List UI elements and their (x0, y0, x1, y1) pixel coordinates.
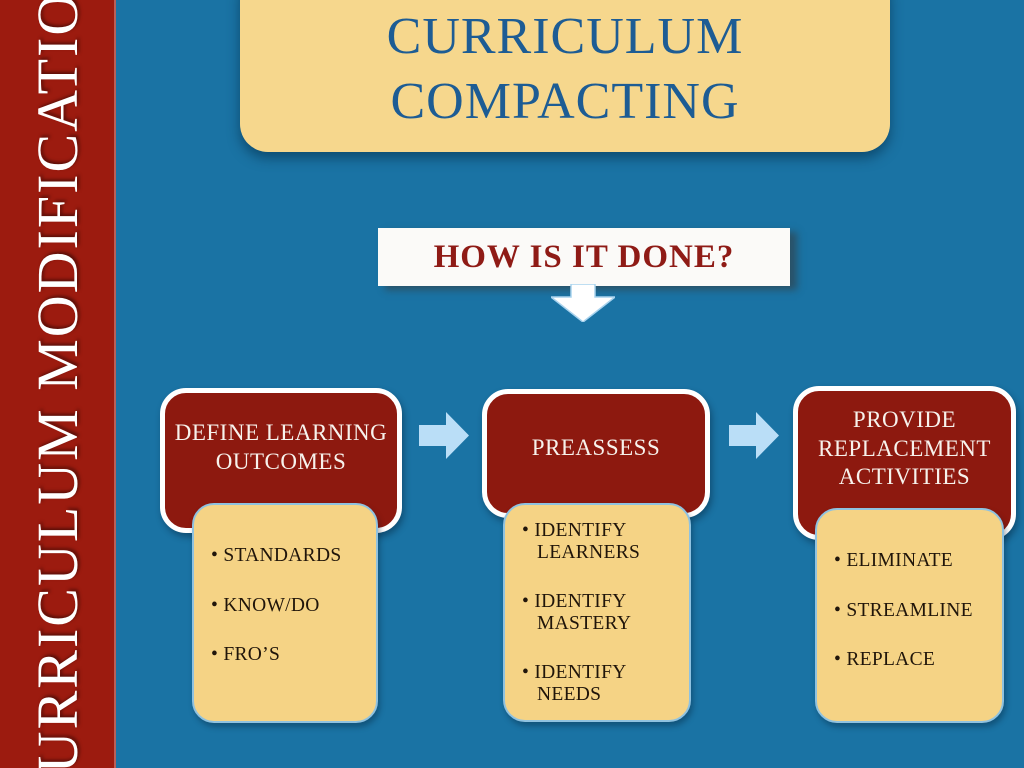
bullet-list: IDENTIFY LEARNERS IDENTIFY MASTERY IDENT… (505, 505, 689, 705)
question-label: HOW IS IT DONE? (433, 238, 735, 275)
step-heading: PREASSESS (531, 435, 661, 461)
sidebar-banner: CURRICULUM MODIFICATION (0, 0, 116, 768)
bullet-item: FRO’S (211, 644, 368, 666)
title-box: CURRICULUM COMPACTING (240, 0, 890, 152)
detail-box-provide-replacement-activities: ELIMINATE STREAMLINE REPLACE (815, 508, 1004, 723)
flow-arrow-right-icon (729, 412, 779, 459)
sidebar-vertical-title: CURRICULUM MODIFICATION (25, 0, 90, 768)
question-box: HOW IS IT DONE? (378, 228, 790, 286)
bullet-item: KNOW/DO (211, 595, 368, 617)
step-heading: DEFINE LEARNING OUTCOMES (174, 419, 388, 474)
step-box-preassess: PREASSESS (482, 389, 710, 518)
bullet-item: IDENTIFY MASTERY (522, 591, 681, 634)
detail-box-preassess: IDENTIFY LEARNERS IDENTIFY MASTERY IDENT… (503, 503, 691, 722)
bullet-item: IDENTIFY LEARNERS (522, 520, 681, 563)
slide-title: CURRICULUM COMPACTING (386, 8, 744, 130)
bullet-item: REPLACE (834, 649, 994, 671)
bullet-item: STREAMLINE (834, 600, 994, 622)
flow-arrow-right-icon (419, 412, 469, 459)
bullet-item: STANDARDS (211, 545, 368, 567)
step-heading: PROVIDE REPLACEMENT ACTIVITIES (818, 407, 991, 490)
bullet-list: STANDARDS KNOW/DO FRO’S (194, 505, 376, 666)
down-arrow-icon (551, 284, 615, 322)
bullet-list: ELIMINATE STREAMLINE REPLACE (817, 510, 1002, 671)
bullet-item: IDENTIFY NEEDS (522, 662, 681, 705)
detail-box-define-learning-outcomes: STANDARDS KNOW/DO FRO’S (192, 503, 378, 723)
bullet-item: ELIMINATE (834, 550, 994, 572)
